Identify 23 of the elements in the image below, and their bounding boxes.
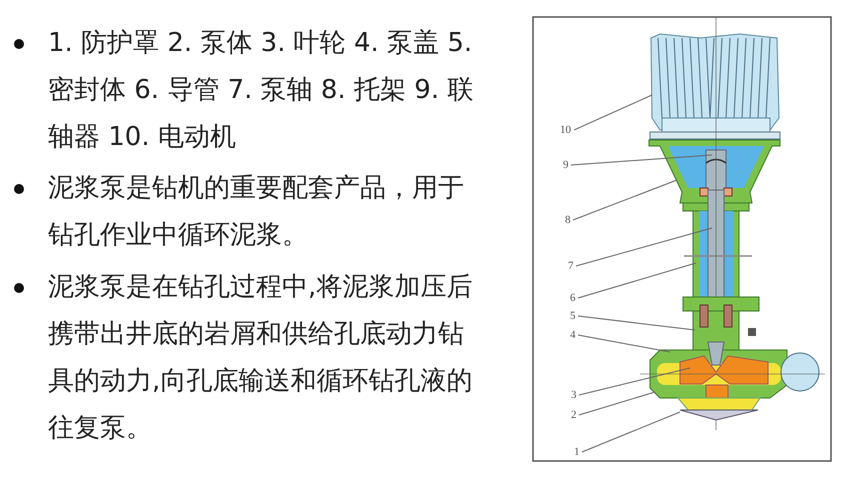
callout-number: 1: [574, 446, 580, 458]
callout-number: 6: [570, 292, 576, 304]
leader-line: [578, 392, 656, 416]
leader-line: [572, 180, 678, 220]
callout-number: 10: [560, 124, 571, 136]
bullet-text: 泥浆泵是在钻孔过程中,将泥浆加压后携带出井底的岩屑和供给孔底动力钻具的动力,向孔底输送和循环钻孔液的往复泵。: [48, 271, 474, 445]
leader-line: [576, 228, 712, 266]
leader-line: [578, 262, 696, 298]
callout-number: 4: [570, 329, 576, 341]
callout-number: 3: [571, 389, 576, 401]
leader-line: [574, 94, 652, 130]
leader-line: [578, 334, 670, 352]
leader-line: [578, 316, 696, 330]
bullet-text: 1. 防护罩 2. 泵体 3. 叶轮 4. 泵盖 5. 密封体 6. 导管 7. 泵轴 8. 托架 9. 联轴器 10. 电动机: [48, 27, 474, 154]
leader-line: [570, 154, 712, 166]
callout-number: 7: [568, 260, 574, 272]
callout-number: 8: [565, 214, 570, 226]
callout-number: 2: [571, 409, 576, 421]
leader-line: [582, 412, 680, 452]
leader-line: [578, 368, 690, 396]
callout-number: 9: [563, 159, 568, 171]
bullet-text: 泥浆泵是钻机的重要配套产品，用于钻孔作业中循环泥浆。: [48, 172, 465, 252]
callout-number: 5: [570, 310, 576, 322]
